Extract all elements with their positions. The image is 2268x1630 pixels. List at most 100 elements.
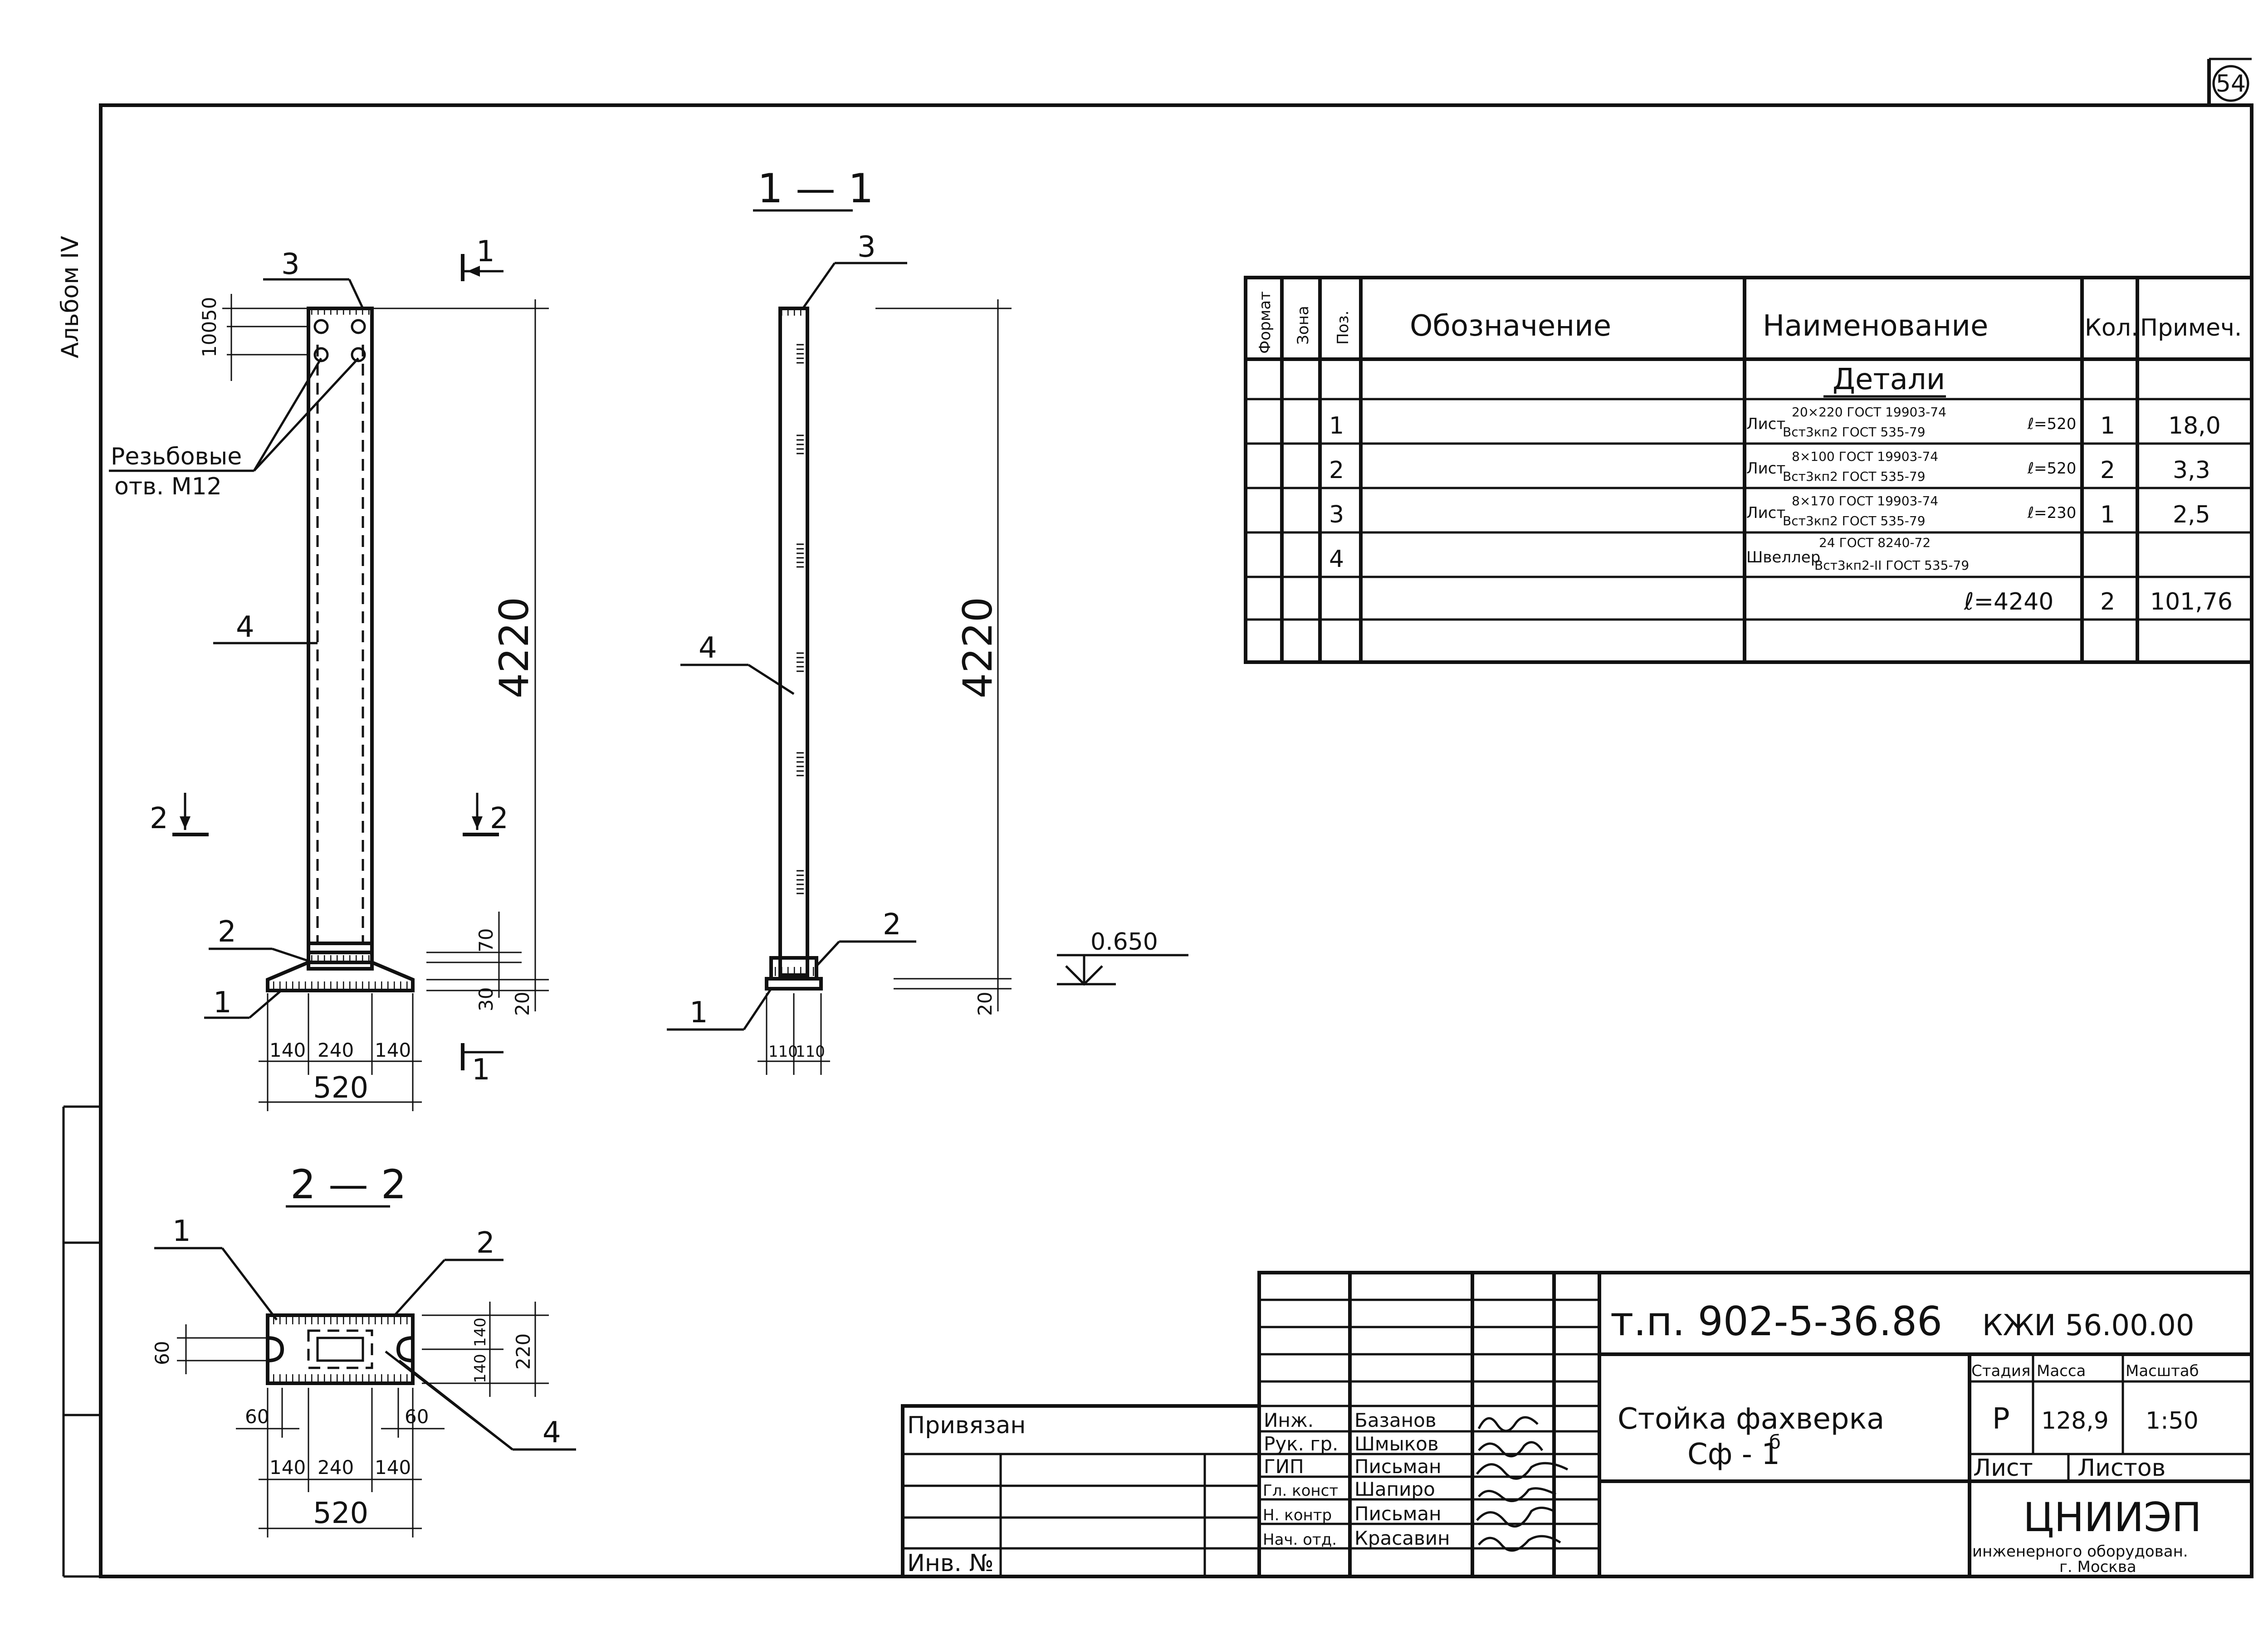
sec2-dim-60-left: 60: [245, 1406, 269, 1428]
threaded-hole: [351, 347, 366, 362]
dim-140-right: 140: [375, 1039, 411, 1061]
staff-role: Инж.: [1264, 1409, 1314, 1431]
sheet-label: Лист: [1973, 1454, 2033, 1482]
row-name-prefix: Швеллер: [1746, 548, 1820, 566]
drawing-title: Стойка фахверка: [1618, 1402, 1884, 1436]
mass-value: 128,9: [2041, 1407, 2109, 1435]
level-mark: 0.650: [1090, 928, 1158, 956]
section-title: Детали: [1833, 363, 1945, 396]
row-name-bottom: Вст3кп2 ГОСТ 535-79: [1783, 425, 1926, 439]
table-row: ℓ=4240 2 101,76: [1964, 588, 2233, 615]
threaded-holes-size: отв. М12: [114, 473, 222, 500]
row-name-prefix: Лист: [1746, 415, 1785, 433]
front-pos-3: 3: [281, 248, 300, 281]
sec2-dim-60-right: 60: [405, 1406, 429, 1428]
sec2-dim-520: 520: [313, 1497, 368, 1530]
sec2-dim-140-right: 140: [375, 1456, 411, 1479]
staff-role: Н. контр: [1263, 1506, 1332, 1524]
inv-label: Инв. №: [907, 1550, 994, 1577]
sec1-pos-1: 1: [689, 996, 708, 1030]
drawing-code: КЖИ 56.00.00: [1982, 1309, 2195, 1342]
staff-name: Письман: [1354, 1503, 1442, 1525]
header-note: Примеч.: [2140, 314, 2242, 342]
table-row: 3 Лист 8×170 ГОСТ 19903-74 Вст3кп2 ГОСТ …: [1329, 493, 2210, 528]
front-pos-4: 4: [236, 610, 254, 644]
table-row: 2 Лист 8×100 ГОСТ 19903-74 Вст3кп2 ГОСТ …: [1329, 449, 2210, 484]
sheets-label: Листов: [2077, 1454, 2165, 1482]
threaded-holes-label: Резьбовые: [111, 443, 242, 470]
row-name-top: 8×100 ГОСТ 19903-74: [1792, 449, 1938, 464]
staff-list: Инж. Базанов Рук. гр. Шмыков ГИП Письман…: [1263, 1409, 1450, 1549]
cut-2-left: 2: [150, 802, 168, 835]
row-qty: 2: [2100, 588, 2115, 615]
sheet-frame: 54 Альбом IV: [57, 58, 2253, 1578]
row-qty: 2: [2100, 457, 2115, 484]
dim-20: 20: [511, 992, 533, 1016]
stage-label: Стадия: [1971, 1362, 2030, 1380]
staff-role: Гл. конст: [1263, 1482, 1338, 1500]
row-name-top: 8×170 ГОСТ 19903-74: [1792, 493, 1938, 508]
staff-name: Шапиро: [1354, 1478, 1435, 1500]
row-pos: 3: [1329, 501, 1344, 528]
threaded-hole: [351, 319, 366, 334]
spec-table: Формат Зона Поз. Обозначение Наименовани…: [1244, 276, 2253, 664]
header-format: Формат: [1256, 291, 1274, 354]
dim-30: 30: [475, 987, 497, 1011]
header-name: Наименование: [1763, 309, 1988, 343]
row-name-bottom: Вст3кп2 ГОСТ 535-79: [1783, 469, 1926, 484]
threaded-hole: [313, 319, 329, 334]
sec1-pos-2: 2: [883, 908, 901, 942]
album-label: Альбом IV: [57, 236, 84, 358]
staff-name: Шмыков: [1354, 1433, 1439, 1455]
row-note: 2,5: [2173, 501, 2210, 528]
section-2-2: 2 — 2 1 2 4 60 140 140 220: [151, 1161, 576, 1537]
row-name-bottom: Вст3кп2-II ГОСТ 535-79: [1814, 558, 1969, 573]
staff-role: ГИП: [1264, 1455, 1304, 1478]
row-note: 3,3: [2173, 457, 2210, 484]
row-note: 101,76: [2150, 588, 2233, 615]
stage-value: Р: [1992, 1402, 2010, 1436]
project-number: т.п. 902-5-36.86: [1610, 1298, 1942, 1345]
table-row: 4 Швеллер 24 ГОСТ 8240-72 Вст3кп2-II ГОС…: [1329, 535, 1969, 573]
sec1-pos-4: 4: [699, 631, 717, 665]
dim-top-100: 100: [198, 321, 220, 357]
row-qty: 1: [2100, 501, 2115, 528]
sec1-dim-20: 20: [974, 992, 996, 1016]
row-name-prefix: Лист: [1746, 504, 1785, 522]
front-view: 3 Резьбовые отв. М12 4 2 1 50 100 4220 7…: [109, 235, 549, 1111]
row-name-top: 20×220 ГОСТ 19903-74: [1792, 405, 1946, 420]
header-qty: Кол.: [2085, 314, 2139, 342]
dim-520: 520: [313, 1071, 368, 1105]
sec2-dim-60-side: 60: [151, 1341, 173, 1365]
staff-name: Базанов: [1354, 1409, 1437, 1431]
sec1-height-dim: 4220: [954, 597, 1001, 698]
dim-top-50: 50: [198, 297, 220, 321]
row-pos: 2: [1329, 457, 1344, 484]
title-block: Привязан Инв. № Инж. Базанов Рук. гр. Шм…: [901, 1271, 2253, 1578]
row-length: ℓ=230: [2027, 504, 2076, 522]
row-length: ℓ=520: [2027, 459, 2076, 478]
signature: [1476, 1416, 1569, 1552]
sec1-pos-3: 3: [857, 230, 876, 264]
table-row: 1 Лист 20×220 ГОСТ 19903-74 Вст3кп2 ГОСТ…: [1329, 405, 2221, 439]
front-pos-1: 1: [213, 986, 232, 1020]
sec1-dim-110-right: 110: [796, 1043, 825, 1061]
weld-marks: [797, 344, 804, 894]
threaded-hole: [313, 347, 329, 362]
dim-140-left: 140: [269, 1039, 306, 1061]
front-pos-2: 2: [218, 915, 236, 949]
row-name-bottom: Вст3кп2 ГОСТ 535-79: [1783, 513, 1926, 528]
cut-1-top: 1: [476, 235, 495, 268]
row-pos: 4: [1329, 546, 1344, 573]
sec2-dim-140-bottom: 140: [471, 1354, 489, 1383]
row-length: ℓ=4240: [1964, 588, 2053, 615]
sec2-dim-220: 220: [512, 1333, 534, 1370]
staff-name: Письман: [1354, 1455, 1442, 1478]
org-sub: инженерного оборудован.: [1972, 1542, 2188, 1561]
section-1-1-title: 1 — 1: [758, 165, 874, 212]
sec2-pos-2: 2: [476, 1226, 495, 1260]
staff-role: Нач. отд.: [1263, 1531, 1337, 1549]
header-pos: Поз.: [1334, 311, 1352, 345]
front-height-dim: 4220: [491, 597, 538, 698]
